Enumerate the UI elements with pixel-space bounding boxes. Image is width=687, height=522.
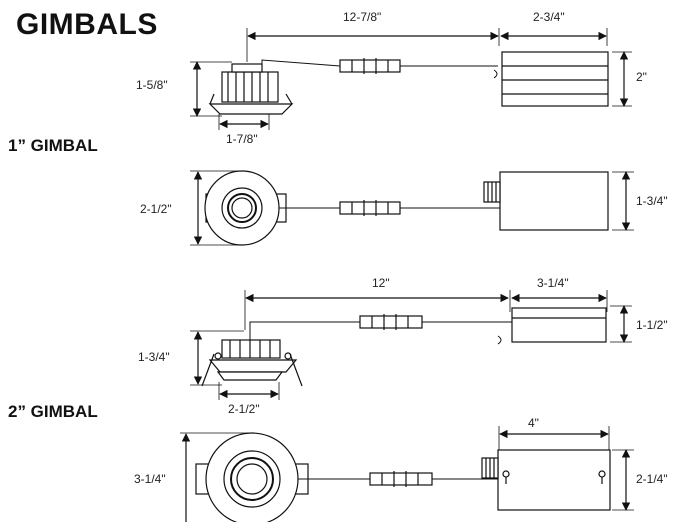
driver-box	[511, 307, 607, 343]
quick-connector	[339, 201, 401, 215]
dim-label-12: 12"	[372, 276, 390, 290]
gimbal-1in-top-view	[190, 170, 634, 246]
driver-box	[501, 51, 609, 107]
gimbal-1in-side-view	[190, 28, 632, 130]
gimbal-2in-side-view	[190, 290, 632, 400]
dim-label-1-3-4: 1-3/4"	[636, 194, 668, 208]
dim-label-3-1-4: 3-1/4"	[134, 472, 166, 486]
trim-ring	[204, 170, 280, 246]
driver-box	[497, 449, 611, 511]
dim-label-1-1-2: 1-1/2"	[636, 318, 668, 332]
section-heading-1in-gimbal: 1” GIMBAL	[8, 136, 98, 155]
section-heading-2in-gimbal: 2” GIMBAL	[8, 402, 98, 421]
dim-label-4: 4"	[528, 416, 539, 430]
dim-label-2: 2"	[636, 70, 647, 84]
dim-label-2-1-2: 2-1/2"	[140, 202, 172, 216]
driver-box	[499, 171, 609, 231]
quick-connector	[369, 472, 433, 486]
dim-label-2-1-4: 2-1/4"	[636, 472, 668, 486]
quick-connector	[339, 59, 401, 73]
dim-label-1-7-8: 1-7/8"	[226, 132, 258, 146]
dim-label-1-3-4: 1-3/4"	[138, 350, 170, 364]
gimbal-2in-top-view	[180, 426, 634, 522]
dim-label-3-1-4: 3-1/4"	[537, 276, 569, 290]
dim-label-2-1-2: 2-1/2"	[228, 402, 260, 416]
dim-label-1-5-8: 1-5/8"	[136, 78, 168, 92]
dim-label-2-3-4: 2-3/4"	[533, 10, 565, 24]
trim-ring	[205, 432, 299, 522]
quick-connector	[359, 315, 423, 329]
dim-label-12-7-8: 12-7/8"	[343, 10, 382, 24]
page-title: GIMBALS	[16, 8, 158, 41]
